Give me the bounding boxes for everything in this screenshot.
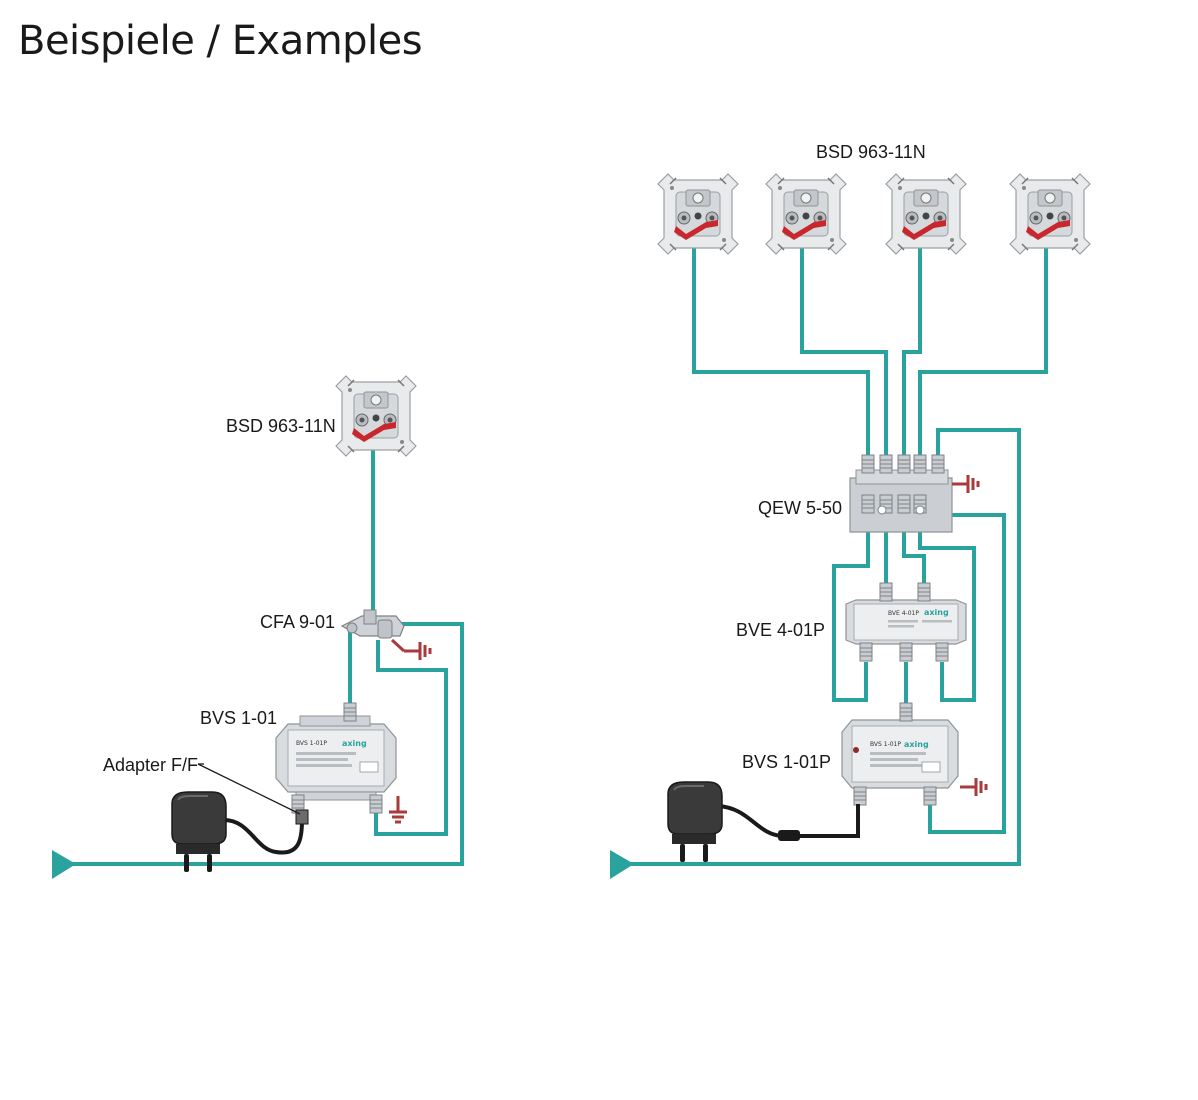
amplifier-model-text: BVS 1-01P — [870, 741, 901, 748]
label-bvs-right: BVS 1-01P — [742, 752, 831, 772]
cable-main-input-loop — [72, 622, 464, 866]
right-example: BVE 4-01P axing BVS 1-01P axing BS — [610, 142, 1091, 879]
label-bve: BVE 4-01P — [736, 620, 825, 640]
amplifier-brand-text: axing — [342, 739, 367, 748]
power-adapter-icon — [667, 781, 723, 863]
label-qew: QEW 5-50 — [758, 498, 842, 518]
wall-socket-icon — [765, 173, 847, 255]
power-cord — [223, 818, 304, 855]
bve-splitter-device: BVE 4-01P axing — [845, 582, 967, 662]
amplifier-brand-text: axing — [904, 740, 929, 749]
cable-qew-return — [928, 513, 1006, 834]
cable-main-input — [630, 428, 1021, 866]
cable-socket-4 — [918, 238, 1048, 460]
wall-socket-icon — [1009, 173, 1091, 255]
cfa-filter-device — [340, 609, 405, 639]
cable-socket-1 — [692, 238, 870, 460]
ground-icon — [402, 640, 432, 662]
page-title: Beispiele / Examples — [18, 18, 423, 64]
signal-input-arrow-icon — [610, 850, 634, 879]
bvs-amplifier-device: BVS 1-01P axing — [275, 702, 397, 814]
label-bsd-left: BSD 963-11N — [226, 416, 336, 436]
label-bsd-right: BSD 963-11N — [816, 142, 926, 162]
left-example: BVS 1-01P axing BSD 963-11N CFA 9-01 BVS… — [52, 375, 464, 879]
splitter-model-text: BVE 4-01P — [888, 610, 919, 617]
signal-input-arrow-icon — [52, 850, 76, 879]
cable-qew-to-splitter-left — [832, 510, 870, 702]
adapter-leader-line — [197, 763, 301, 815]
label-cfa: CFA 9-01 — [260, 612, 335, 632]
splitter-brand-text: axing — [924, 608, 949, 617]
wall-socket-icon — [657, 173, 739, 255]
bvs-amplifier-device: BVS 1-01P axing — [841, 702, 959, 806]
wall-socket-icon — [885, 173, 967, 255]
ground-icon — [387, 794, 409, 824]
label-adapter: Adapter F/F — [103, 755, 198, 775]
cable-socket-3 — [902, 238, 922, 460]
cable-qew-to-splitter-in-2 — [902, 510, 926, 590]
power-adapter-icon — [171, 791, 227, 873]
cable-amplifier-return-loop — [374, 640, 448, 836]
amplifier-model-text: BVS 1-01P — [296, 740, 327, 747]
qew-distributor-device — [849, 454, 953, 533]
ground-icon — [950, 473, 980, 495]
ground-icon — [958, 776, 988, 798]
wall-socket-icon — [335, 375, 417, 457]
cable-socket-2 — [800, 238, 888, 460]
label-bvs-left: BVS 1-01 — [200, 708, 277, 728]
cable-qew-to-splitter-right — [918, 510, 976, 702]
